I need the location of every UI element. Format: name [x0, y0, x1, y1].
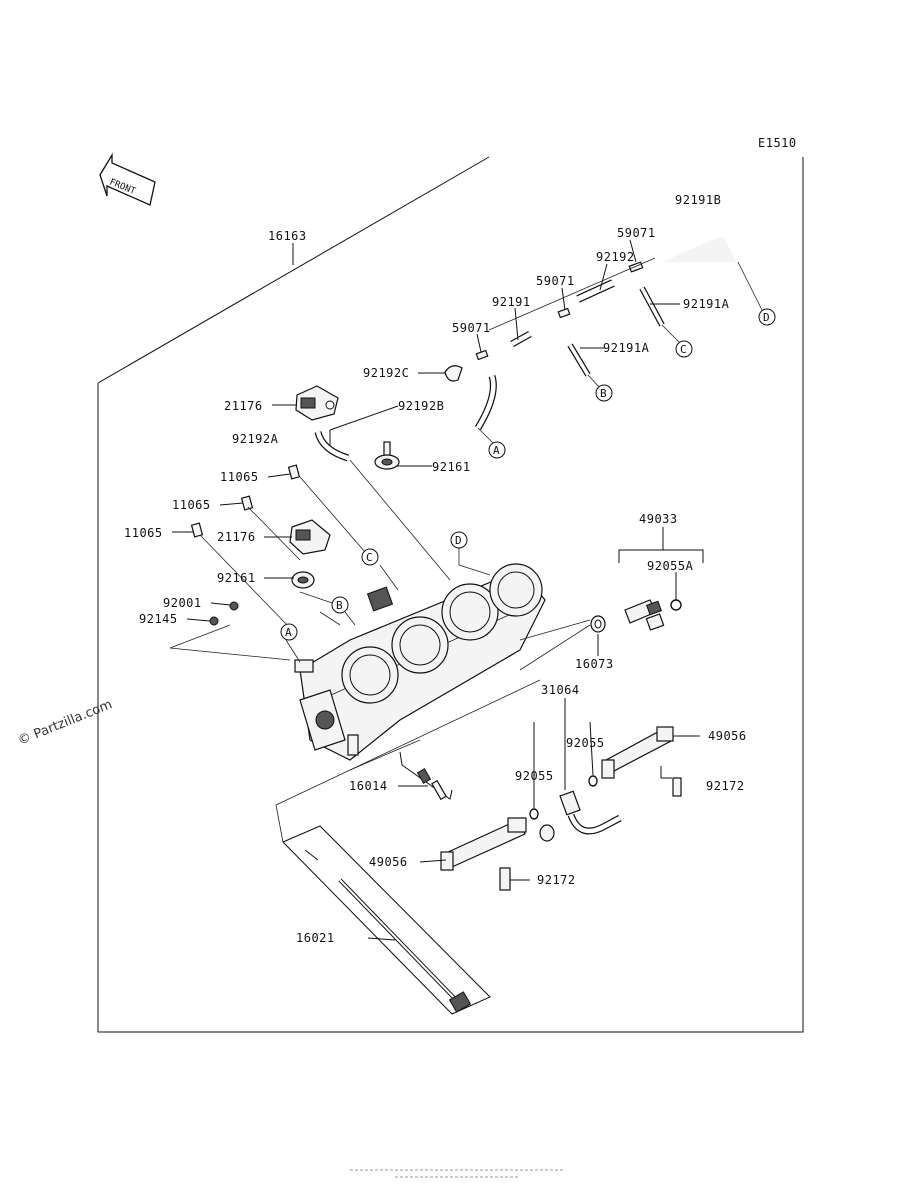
callout-d-top: D	[758, 308, 776, 326]
label-92192A: 92192A	[232, 432, 279, 446]
callout-b-lower: B	[331, 596, 349, 614]
label-11065-b: 11065	[172, 498, 211, 512]
fuel-rail-49056-right	[559, 726, 682, 835]
label-92001: 92001	[163, 596, 202, 610]
cable-16021-group	[282, 825, 491, 1015]
label-16021: 16021	[296, 931, 335, 945]
svg-text:C: C	[366, 551, 373, 564]
label-92191B: 92191B	[675, 193, 721, 207]
label-49056-b: 49056	[369, 855, 408, 869]
screw-92161-lower	[291, 571, 315, 589]
label-59071-a: 59071	[617, 226, 656, 240]
parts-16014-group	[399, 751, 453, 801]
label-21176-b: 21176	[217, 530, 256, 544]
svg-text:A: A	[493, 444, 500, 457]
label-16073: 16073	[575, 657, 614, 671]
callout-b-top: B	[595, 384, 613, 402]
assembly-leaders	[169, 611, 591, 843]
label-92172-b: 92172	[537, 873, 576, 887]
vacuum-hose-assembly	[314, 235, 740, 462]
label-92145: 92145	[139, 612, 178, 626]
svg-text:C: C	[680, 343, 687, 356]
label-21176-a: 21176	[224, 399, 263, 413]
label-92191A-a: 92191A	[683, 297, 730, 311]
label-16163: 16163	[268, 229, 307, 243]
label-92191A-b: 92191A	[603, 341, 650, 355]
callout-leaders	[199, 261, 763, 663]
injector-49033-group	[590, 549, 704, 633]
svg-text:B: B	[600, 387, 607, 400]
sensor-21176-upper	[295, 385, 339, 421]
part-labels: 16163 92191B 59071 92192 59071 92191A 92…	[124, 193, 747, 945]
throttle-body-assembly	[294, 563, 546, 761]
label-11065-c: 11065	[124, 526, 163, 540]
label-92191: 92191	[492, 295, 531, 309]
fittings-11065	[190, 464, 301, 538]
assembly-frame	[97, 156, 804, 1033]
label-59071-c: 59071	[452, 321, 491, 335]
label-49056-a: 49056	[708, 729, 747, 743]
label-92172-a: 92172	[706, 779, 745, 793]
label-92192: 92192	[596, 250, 635, 264]
footer-fine-print	[350, 1169, 565, 1178]
bolts-92001-92145	[209, 601, 239, 626]
label-49033: 49033	[639, 512, 678, 526]
sensor-21176-lower	[289, 519, 331, 555]
callout-a-top: A	[488, 441, 506, 459]
label-59071-b: 59071	[536, 274, 575, 288]
label-31064: 31064	[541, 683, 580, 697]
screw-92161-upper	[374, 441, 400, 470]
label-92055A: 92055A	[647, 559, 694, 573]
callout-d-lower: D	[450, 531, 468, 549]
watermark: © Partzilla.com	[16, 697, 115, 748]
svg-text:D: D	[763, 311, 770, 324]
label-92192C: 92192C	[363, 366, 409, 380]
svg-text:D: D	[455, 534, 462, 547]
label-92161-a: 92161	[432, 460, 471, 474]
front-arrow-icon: FRONT	[99, 152, 156, 206]
svg-text:A: A	[285, 626, 292, 639]
label-92055-b: 92055	[515, 769, 554, 783]
callout-c-lower: C	[361, 548, 379, 566]
label-16014: 16014	[349, 779, 388, 793]
callout-c-top: C	[675, 340, 693, 358]
callout-a-lower: A	[280, 623, 298, 641]
label-92161-b: 92161	[217, 571, 256, 585]
label-11065-a: 11065	[220, 470, 259, 484]
fuel-rail-49056-left	[440, 808, 555, 891]
diagram-code: E1510	[758, 136, 797, 150]
label-92192B: 92192B	[398, 399, 444, 413]
leader-lines	[172, 239, 700, 941]
svg-text:B: B	[336, 599, 343, 612]
label-92055-a: 92055	[566, 736, 605, 750]
